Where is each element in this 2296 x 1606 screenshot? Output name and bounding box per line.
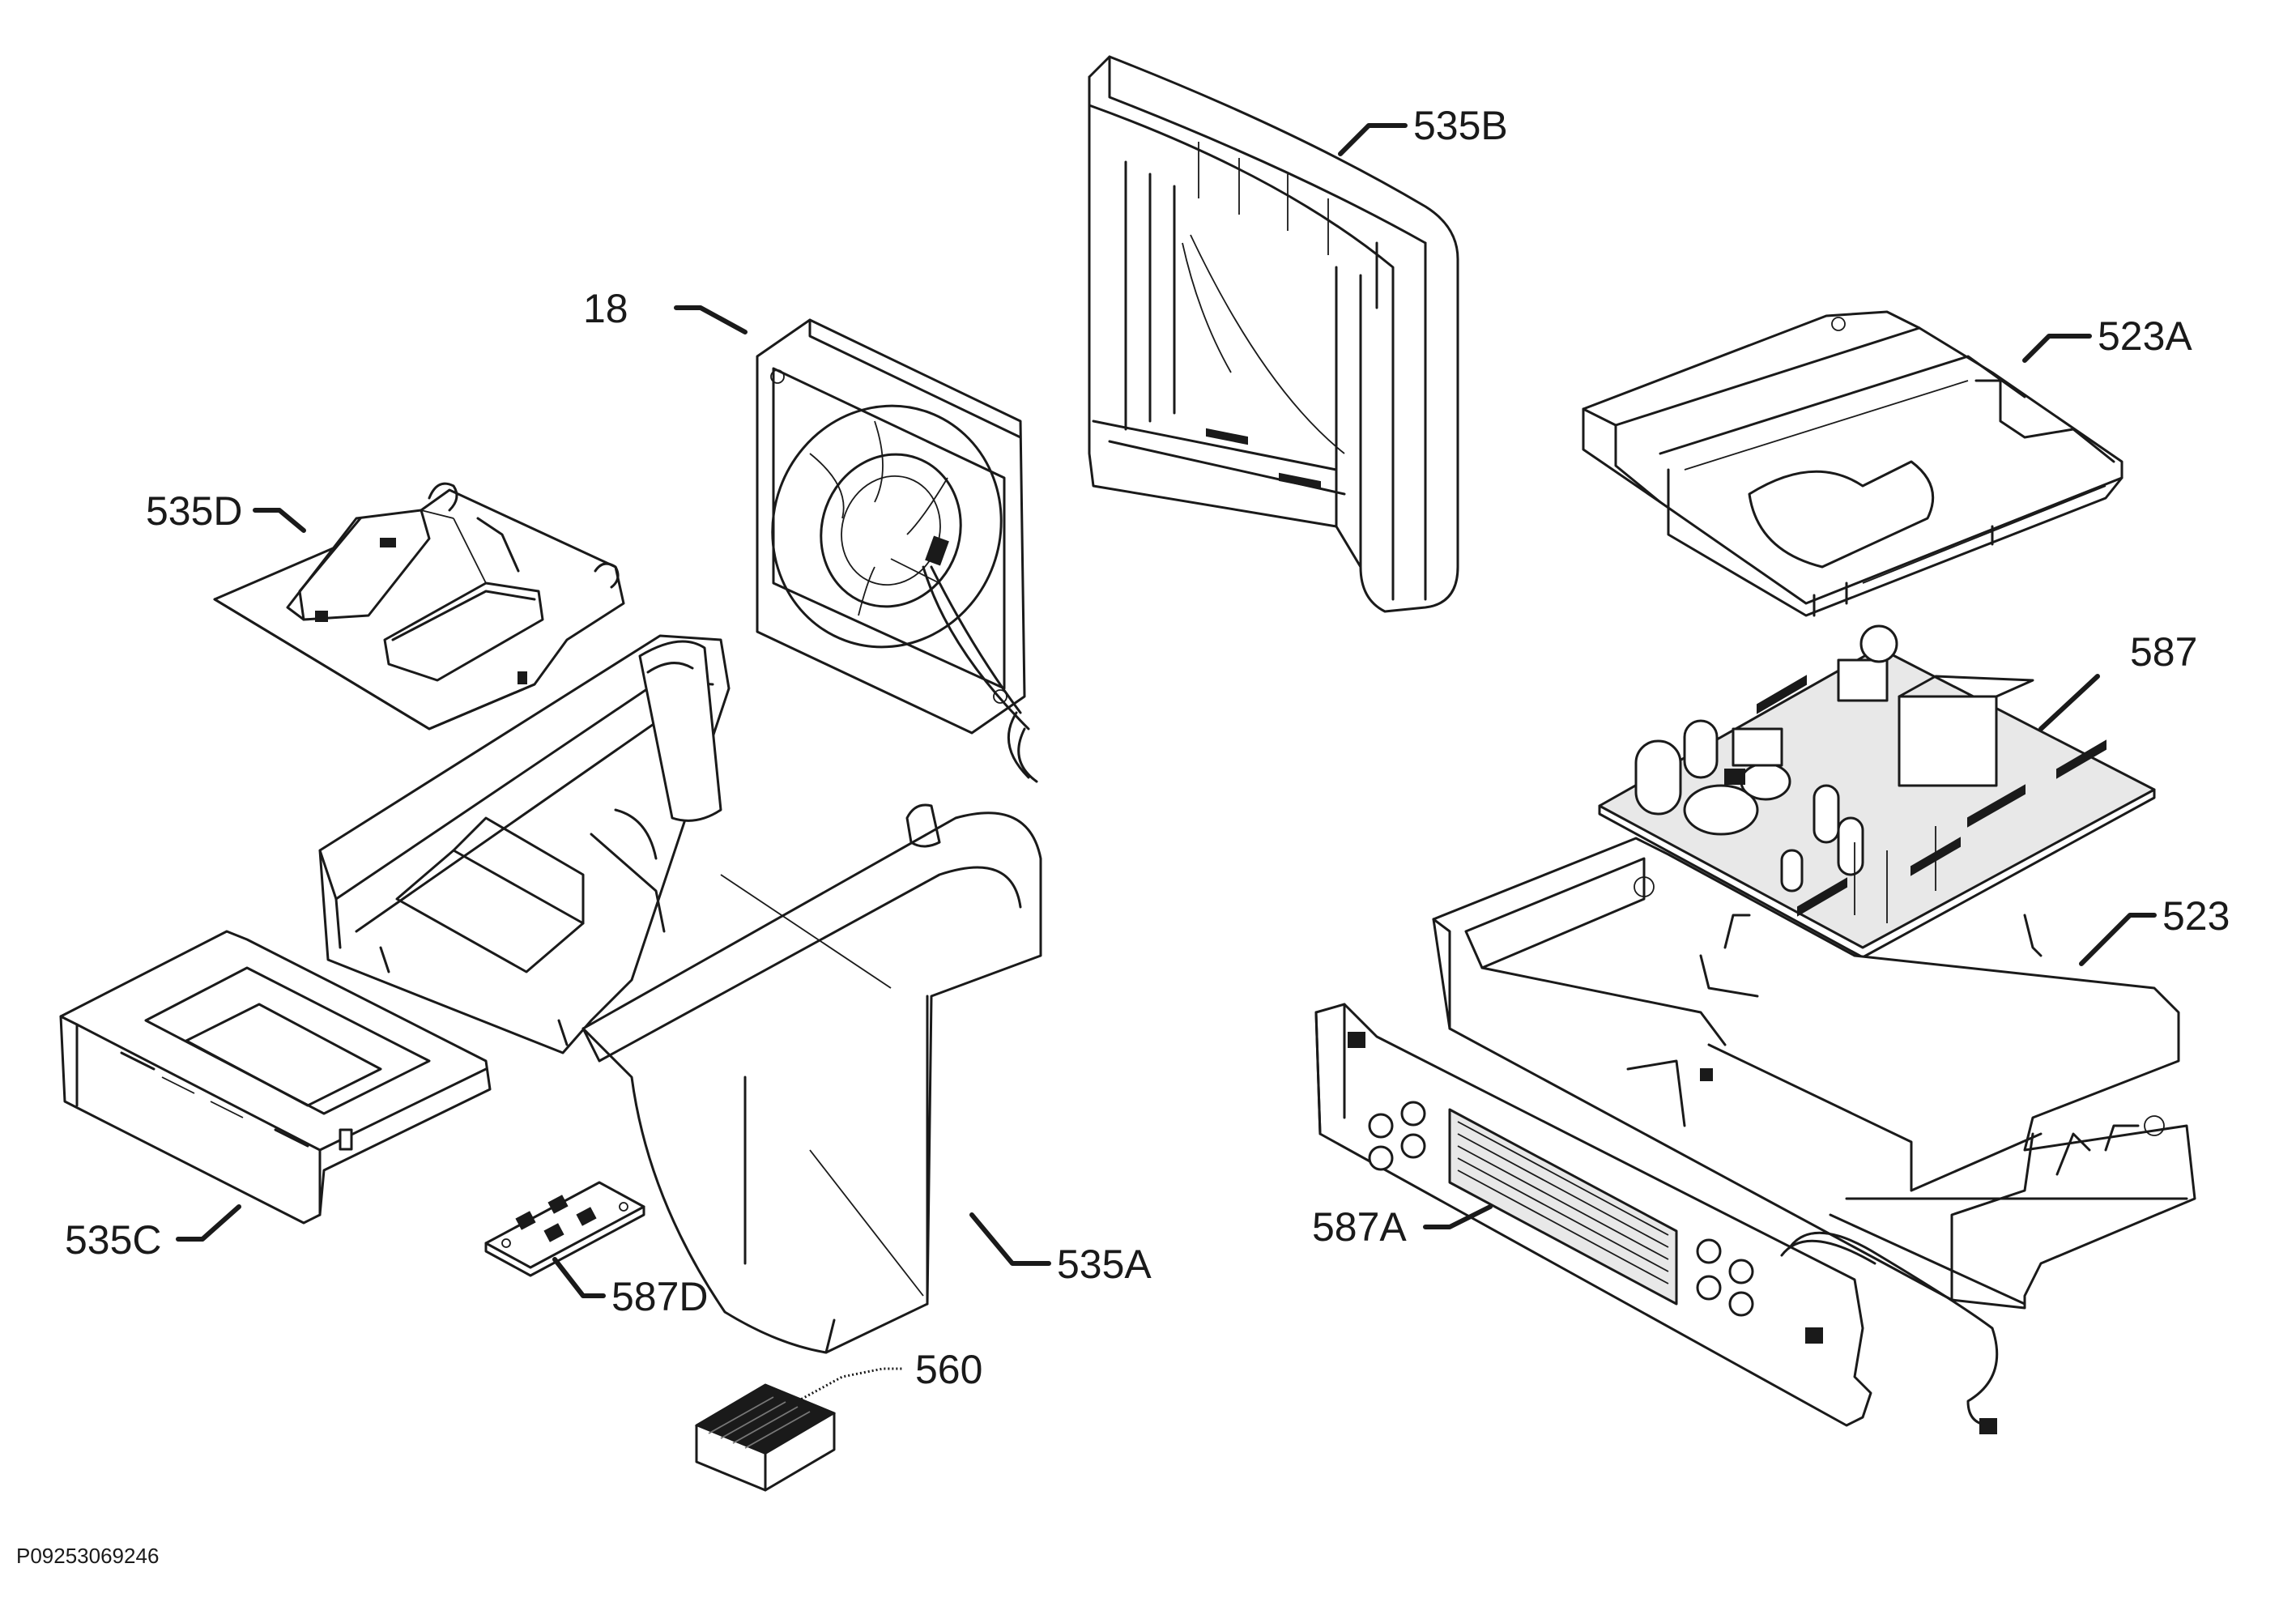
label-18: 18 bbox=[583, 286, 628, 331]
label-560: 560 bbox=[915, 1347, 982, 1392]
label-535D: 535D bbox=[146, 488, 243, 534]
label-535C: 535C bbox=[65, 1217, 162, 1263]
part-535B-drawing bbox=[1088, 55, 1459, 613]
part-labels: 535B 18 523A 535D 587 523 535C 587A 535A… bbox=[16, 103, 2230, 1568]
part-560-drawing bbox=[694, 1383, 837, 1492]
leader-560 bbox=[797, 1367, 903, 1403]
label-523: 523 bbox=[2162, 893, 2230, 939]
label-535B: 535B bbox=[1413, 103, 1508, 148]
leader-535C bbox=[176, 1204, 241, 1242]
leader-535B bbox=[1338, 123, 1408, 156]
leader-523 bbox=[2079, 913, 2157, 966]
part-535D-drawing bbox=[213, 482, 625, 731]
part-587A-drawing bbox=[1314, 1003, 1999, 1434]
leader-523A bbox=[2022, 334, 2092, 363]
label-587: 587 bbox=[2130, 629, 2197, 675]
part-523A-drawing bbox=[1582, 310, 2123, 617]
leader-535D bbox=[253, 508, 306, 533]
leader-587D bbox=[552, 1257, 606, 1298]
leader-535A bbox=[969, 1212, 1051, 1266]
label-523A: 523A bbox=[2098, 313, 2192, 359]
part-535C-drawing bbox=[59, 930, 492, 1225]
label-587A: 587A bbox=[1312, 1204, 1407, 1250]
document-id: P09253069246 bbox=[16, 1544, 159, 1568]
part-18-drawing bbox=[756, 318, 1038, 783]
part-535A-drawing bbox=[318, 634, 1042, 1354]
leader-587 bbox=[2038, 674, 2100, 731]
part-523-drawing bbox=[1432, 837, 2196, 1310]
part-587D-drawing bbox=[484, 1181, 645, 1277]
label-535A: 535A bbox=[1057, 1242, 1152, 1287]
leader-587A bbox=[1423, 1204, 1493, 1229]
leader-lines bbox=[176, 123, 2157, 1403]
label-587D: 587D bbox=[611, 1274, 709, 1319]
leader-18 bbox=[674, 305, 748, 334]
